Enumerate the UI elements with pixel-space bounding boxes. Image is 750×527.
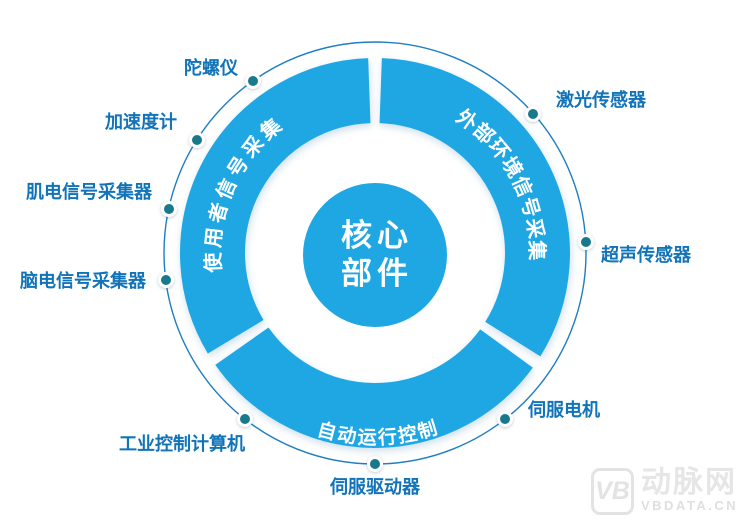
center-circle	[303, 183, 447, 327]
node-dot-servo-motor	[497, 411, 513, 427]
watermark-vb-logo: VB	[591, 468, 634, 515]
node-dot-eeg-signal-collector	[158, 272, 174, 288]
node-dot-industrial-computer	[237, 411, 253, 427]
node-label-ultrasonic-sensor: 超声传感器	[601, 245, 691, 265]
node-label-accelerometer: 加速度计	[105, 112, 177, 132]
watermark: VB 动脉网 VBDATA.CN	[591, 468, 738, 515]
ring-segment-external-env	[378, 58, 570, 357]
node-label-eeg-signal-collector: 脑电信号采集器	[20, 271, 146, 291]
center-label-line1: 核心	[341, 218, 413, 253]
node-label-emg-signal-collector: 肌电信号采集器	[26, 182, 152, 202]
node-dot-ultrasonic-sensor	[578, 234, 594, 250]
ring-segment-user-signal	[180, 58, 372, 354]
node-label-gyroscope: 陀螺仪	[184, 58, 238, 78]
watermark-brand: 动脉网	[641, 466, 737, 499]
node-dot-accelerometer	[189, 132, 205, 148]
node-label-laser-sensor: 激光传感器	[556, 90, 646, 110]
watermark-domain: VBDATA.CN	[641, 498, 739, 513]
node-label-servo-motor: 伺服电机	[528, 400, 600, 420]
node-label-servo-driver: 伺服驱动器	[330, 477, 420, 497]
node-dot-laser-sensor	[525, 106, 541, 122]
center-label-line2: 部件	[341, 256, 413, 291]
node-dot-emg-signal-collector	[161, 201, 177, 217]
node-dot-servo-driver	[367, 456, 383, 472]
node-dot-gyroscope	[245, 73, 261, 89]
node-label-industrial-computer: 工业控制计算机	[119, 434, 245, 454]
ring-segment-auto-control	[215, 326, 533, 448]
